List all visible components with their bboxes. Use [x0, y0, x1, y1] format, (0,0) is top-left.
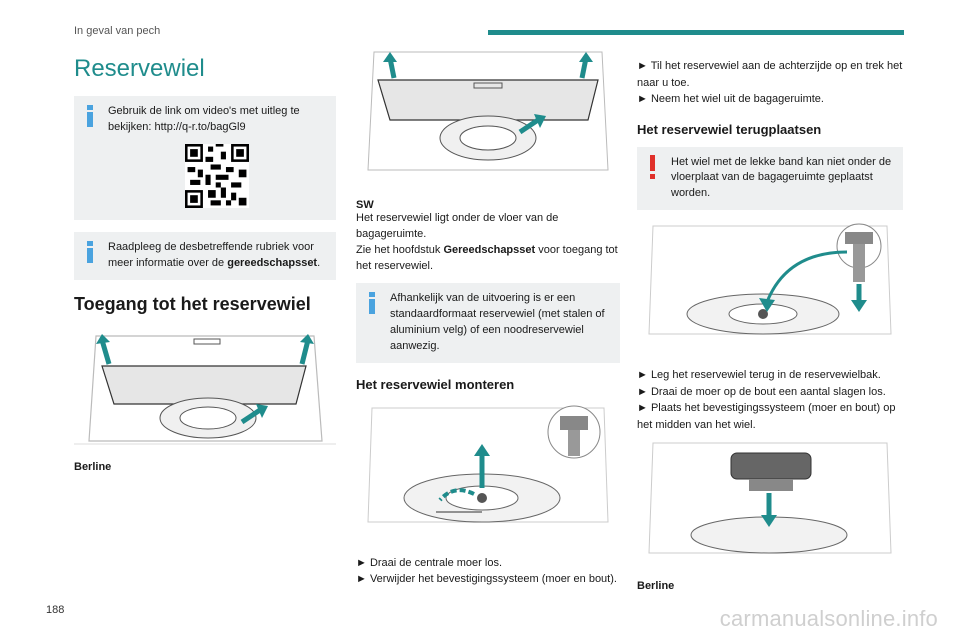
illustration-caption: Berline [74, 460, 112, 473]
note-text: Gebruik de link om video's met uitleg te… [108, 105, 300, 134]
sw-label: SW [356, 199, 374, 211]
toolkit-reference: Zie het hoofdstuk Gereedschapsset voor t… [356, 243, 620, 275]
trunk-sw-illustration [356, 50, 620, 174]
info-icon [87, 241, 93, 264]
column-1: Reservewiel Gebruik de link om video's m… [74, 50, 336, 473]
refit-berline-illustration [637, 439, 903, 558]
mount-step-3: ► Til het reservewiel aan de achterzijde… [637, 60, 903, 89]
warning-text: Het wiel met de lekke band kan niet onde… [671, 155, 892, 200]
toolkit-term: gereedschapsset [227, 257, 318, 270]
header-accent-bar [488, 30, 904, 35]
note-text: Raadpleeg de desbetreffende rubriek voor… [108, 241, 314, 270]
page-title: Reservewiel [74, 55, 205, 82]
sw-text: Het reservewiel ligt onder de vloer van … [356, 212, 559, 240]
info-icon [87, 105, 93, 128]
trunk-berline-illustration [74, 325, 336, 446]
toolkit-term: Gereedschapsset [443, 243, 536, 256]
note-text: Afhankelijk van de uitvoering is er een … [390, 291, 605, 352]
qr-code-icon[interactable] [185, 144, 249, 209]
section-heading: Toegang tot het reservewiel [74, 294, 311, 315]
illustration-caption: Berline [637, 580, 675, 593]
note-text-suffix: . [317, 257, 321, 270]
info-note-variant: Afhankelijk van de uitvoering is er een … [356, 282, 620, 363]
text: voor toegang tot het reservewiel. [356, 243, 618, 272]
refit-step-2: ► Draai de moer op de bout een aantal sl… [637, 385, 886, 398]
info-note-video: Gebruik de link om video's met uitleg te… [74, 96, 336, 221]
mount-step-2: ► Verwijder het bevestigingssysteem (moe… [356, 573, 617, 585]
refit-step-1: ► Leg het reservewiel terug in de reserv… [637, 369, 881, 382]
page-number: 188 [46, 604, 65, 616]
warning-note: Het wiel met de lekke band kan niet onde… [637, 146, 903, 211]
section-heading: Het reservewiel monteren [356, 376, 515, 392]
section-heading: Het reservewiel terugplaatsen [637, 121, 822, 137]
text: Zie het hoofdstuk [356, 243, 444, 256]
info-note-toolkit: Raadpleeg de desbetreffende rubriek voor… [74, 232, 336, 281]
mount-step-4: ► Neem het wiel uit de bagageruimte. [637, 93, 824, 105]
refit-spare-wheel-illustration [637, 222, 903, 339]
watermark: carmanualsonline.info [719, 606, 938, 631]
section-header: In geval van pech [74, 25, 161, 37]
mount-spare-wheel-illustration [356, 401, 620, 526]
column-2: SW Het reservewiel ligt onder de vloer v… [356, 50, 620, 594]
column-3: ► Til het reservewiel aan de achterzijde… [637, 58, 903, 592]
info-icon [369, 291, 375, 314]
warning-icon [650, 154, 655, 179]
mount-step-1: ► Draai de centrale moer los. [356, 556, 503, 569]
refit-step-3: ► Plaats het bevestigingssysteem (moer e… [637, 402, 896, 431]
